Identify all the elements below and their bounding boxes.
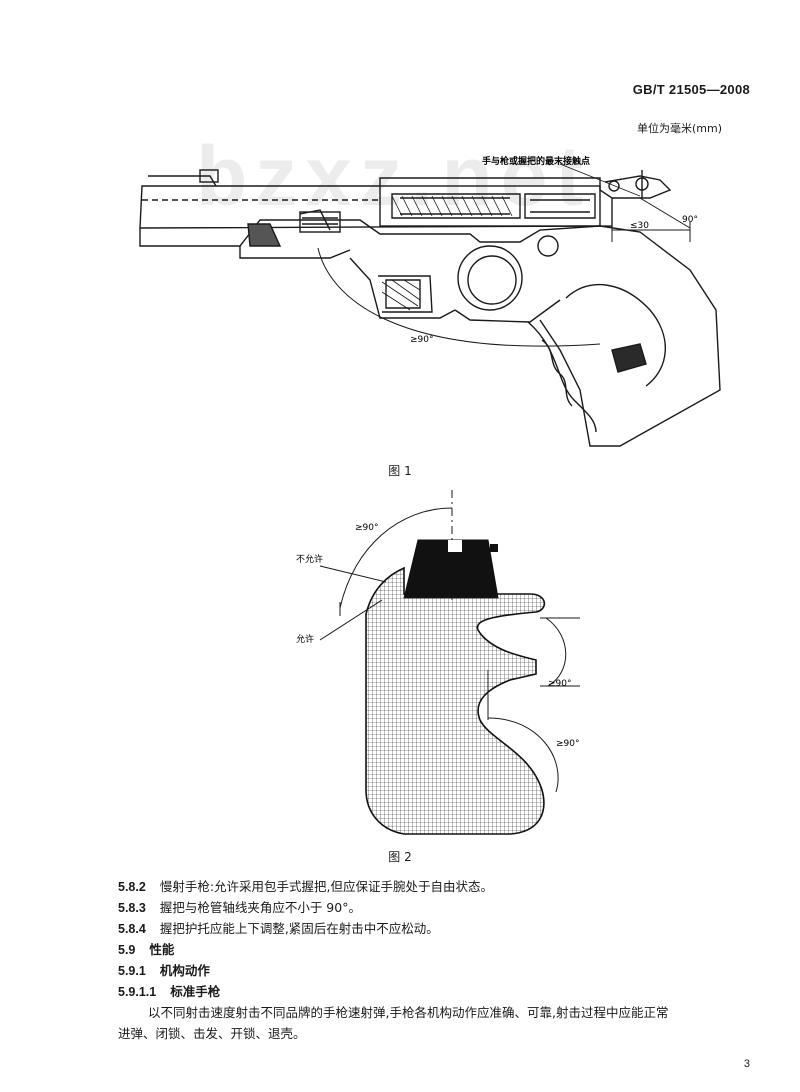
fig2-not-allowed-label: 不允许: [296, 553, 323, 565]
fig1-dim-30-label: ≤30: [630, 221, 649, 231]
fig2-allowed-label: 允许: [296, 633, 314, 645]
body-text-line-1: 以不同射击速度射击不同品牌的手枪速射弹,手枪各机构动作应准确、可靠,射击过程中应…: [148, 1005, 669, 1020]
fig1-contact-point-label: 手与枪或握把的最末接触点: [482, 155, 590, 167]
page-number: 3: [743, 1058, 750, 1070]
fig2-angle-right1-label: ≥90°: [548, 679, 572, 689]
fig2-angle-right2-label: ≥90°: [556, 739, 580, 749]
figure-2-caption: 图 2: [388, 850, 412, 864]
fig1-angle-ge90-label: ≥90°: [410, 335, 434, 345]
standard-number: GB/T 21505—2008: [632, 82, 750, 97]
fig1-angle-90-label: 90°: [682, 215, 698, 225]
figure-1-pistol-drawing: 手与枪或握把的最末接触点 ≤30 90° ≥90°: [139, 155, 721, 447]
figure-1-caption: 图 1: [388, 464, 412, 478]
fig2-angle-top-label: ≥90°: [355, 523, 379, 533]
body-text-line-2: 进弹、闭锁、击发、开锁、退壳。: [118, 1026, 306, 1041]
figure-2-grip-drawing: ≥90° 不允许 允许 ≥90° ≥90°: [296, 490, 580, 835]
unit-note: 单位为毫米(mm): [636, 122, 722, 135]
